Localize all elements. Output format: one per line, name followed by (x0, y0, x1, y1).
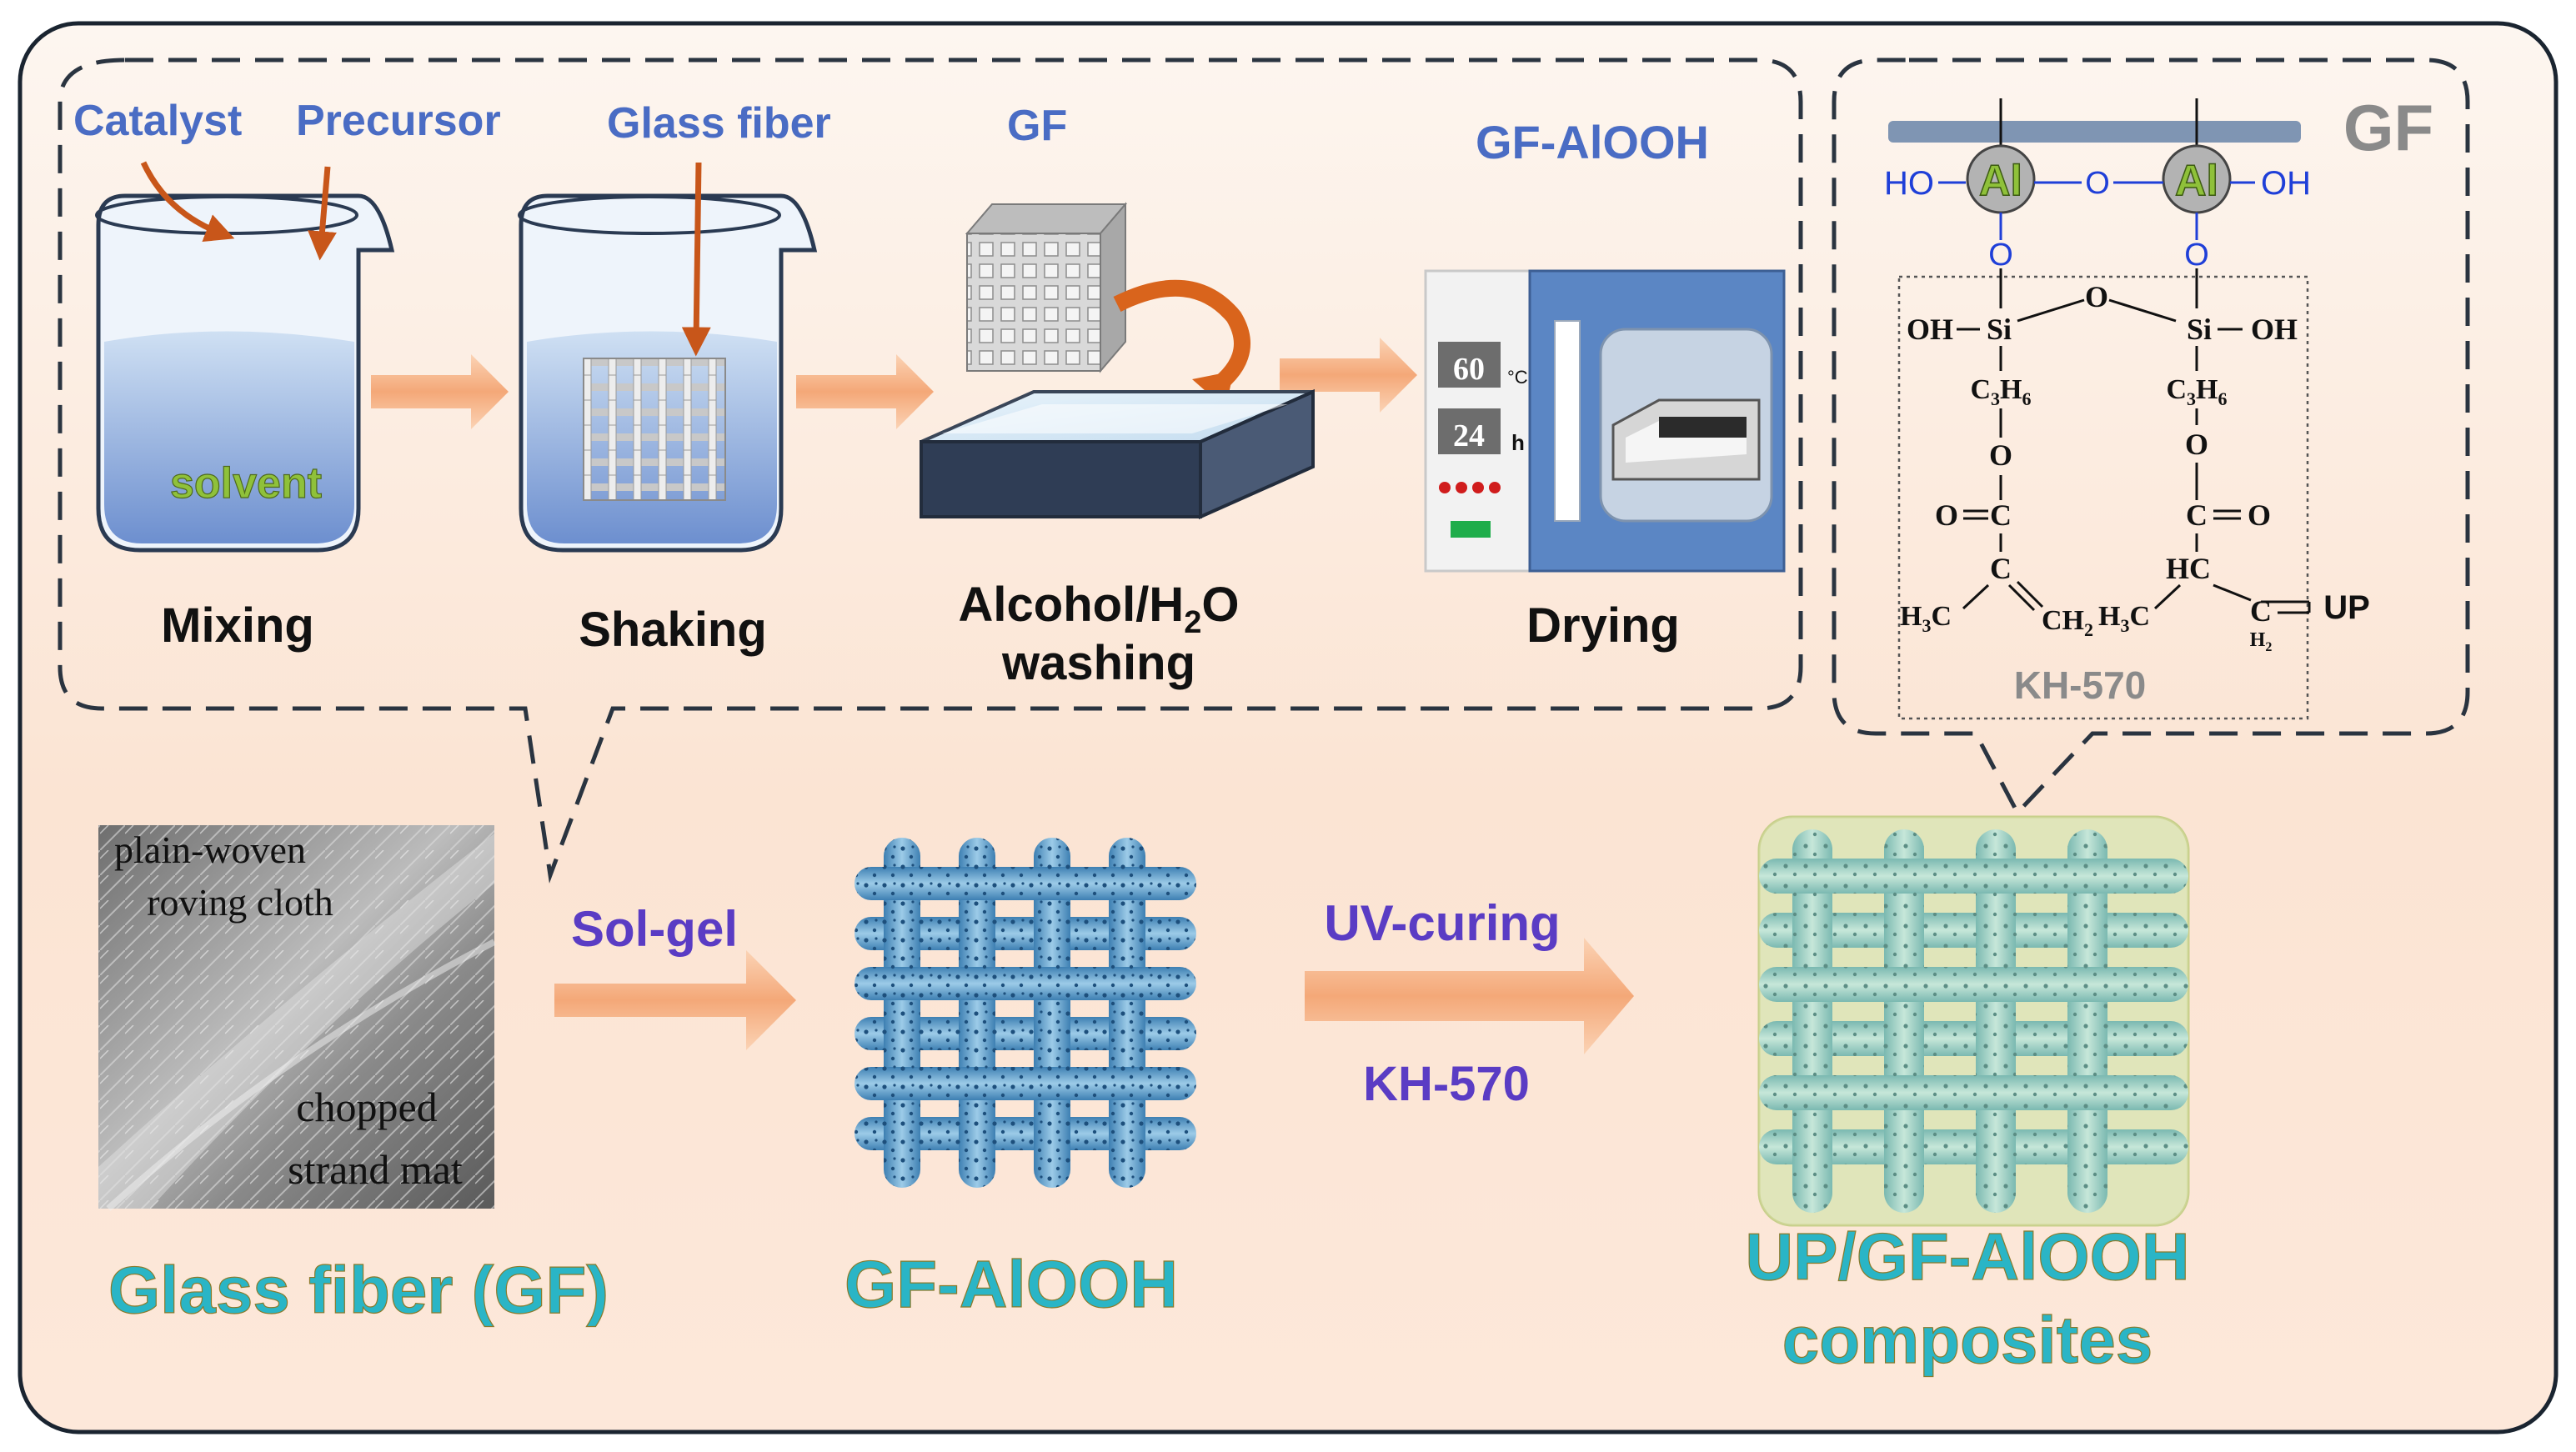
siloxane-oxygen: O (2085, 280, 2108, 313)
washing-tray (920, 388, 1315, 520)
arrow-shaking-to-washing (796, 354, 934, 429)
shaking-beaker (518, 193, 818, 553)
catalyst-arrow (140, 161, 235, 243)
propyl-right: C3H6 (2166, 374, 2227, 409)
carbonyl-oxygen-left: O (1935, 498, 1958, 532)
gf-input-label: GF (1007, 102, 1067, 150)
gf-alooh-label: GF-AlOOH (844, 1247, 1178, 1321)
temp-display (1438, 342, 1501, 388)
sol-gel-label: Sol-gel (571, 901, 738, 957)
carbonyl-carbon-left: C (1990, 498, 2012, 532)
process-callout-box (58, 58, 1803, 884)
solvent-label: solvent (170, 459, 322, 508)
drying-label: Drying (1526, 598, 1680, 653)
gf-into-tray-arrow (1113, 279, 1250, 399)
chem-gf-label: GF (2343, 91, 2433, 164)
composite-label-line2: composites (1782, 1303, 2153, 1377)
photo-label-plain-woven: plain-woven (114, 829, 306, 871)
ch2-hydrogens: H2 (2250, 629, 2273, 654)
composite-label-line1: UP/GF-AlOOH (1745, 1219, 2189, 1294)
photo-label-chopped: chopped (296, 1084, 437, 1130)
carbonyl-oxygen-right: O (2248, 498, 2271, 532)
gf-alooh-process-label: GF-AlOOH (1476, 116, 1709, 168)
linking-oxygen-right: O (2184, 238, 2209, 273)
time-display (1438, 408, 1501, 454)
methyl-left: H3C (1900, 601, 1952, 636)
oh-right: OH (2261, 165, 2311, 202)
drying-oven (1424, 269, 1786, 573)
gf-alooh-woven-structure (854, 838, 1196, 1188)
ester-oxygen-right: O (2185, 428, 2208, 461)
arrow-mixing-to-shaking (371, 354, 509, 429)
washing-suffix: O (1201, 578, 1239, 632)
arrow-washing-to-drying (1280, 338, 1417, 413)
glass-fiber-input-label: Glass fiber (607, 99, 831, 148)
photo-label-roving-cloth: roving cloth (147, 881, 333, 924)
si-left-oh: OH (1907, 313, 1953, 346)
photo-label-strand-mat: strand mat (288, 1146, 463, 1193)
mixing-label: Mixing (161, 598, 314, 653)
washing-subscript: 2 (1184, 605, 1201, 640)
gf-surface-bar (1888, 121, 2301, 143)
al-right-label: Al (2175, 157, 2218, 205)
oven-time-value: 24 (1453, 418, 1485, 453)
sol-gel-arrow (554, 950, 796, 1050)
washing-label-line2: washing (1001, 636, 1195, 690)
al-left-label: Al (1979, 157, 2022, 205)
oven-status-light (1451, 521, 1491, 538)
glass-fiber-arrow (681, 162, 711, 357)
glass-fiber-photo (98, 825, 496, 1211)
mixing-beaker (95, 193, 395, 553)
shaking-label: Shaking (579, 603, 767, 657)
kh570-chem-label: KH-570 (2014, 663, 2147, 707)
uv-curing-arrow (1305, 938, 1634, 1054)
glass-fiber-gf-label: Glass fiber (GF) (108, 1253, 609, 1327)
oven-time-unit: h (1511, 430, 1525, 455)
precursor-arrow (308, 166, 337, 261)
si-right: Si (2187, 313, 2212, 346)
kh570-box (1897, 275, 2309, 720)
composite-structure (1757, 815, 2190, 1227)
si-left: Si (1987, 313, 2012, 346)
methylene-group: CH2 (2042, 605, 2093, 640)
precursor-label: Precursor (296, 97, 501, 145)
carbonyl-carbon-right: C (2186, 498, 2208, 532)
oven-temp-unit: °C (1507, 367, 1528, 388)
bridge-oxygen: O (2085, 166, 2110, 201)
uv-curing-label: UV-curing (1324, 895, 1560, 951)
ch2-carbon: C (2250, 594, 2272, 628)
oven-temp-value: 60 (1453, 352, 1485, 387)
ho-left: HO (1884, 165, 1934, 202)
washing-prefix: Alcohol/H (959, 578, 1185, 632)
glass-fiber-mesh (583, 358, 726, 501)
ester-oxygen-left: O (1989, 438, 2012, 472)
methyl-right: H3C (2098, 601, 2150, 636)
chemistry-callout-box (1832, 58, 2470, 817)
si-right-oh: OH (2251, 313, 2298, 346)
vinyl-carbon: C (1990, 552, 2012, 585)
washing-label-line1: Alcohol/H2O (959, 578, 1240, 640)
catalyst-label: Catalyst (73, 97, 242, 145)
up-group: UP (2323, 589, 2370, 626)
kh570-arrow-label: KH-570 (1363, 1057, 1530, 1111)
hc-group: HC (2166, 552, 2211, 585)
propyl-left: C3H6 (1970, 374, 2031, 409)
gf-block (965, 202, 1128, 373)
linking-oxygen-left: O (1988, 238, 2013, 273)
